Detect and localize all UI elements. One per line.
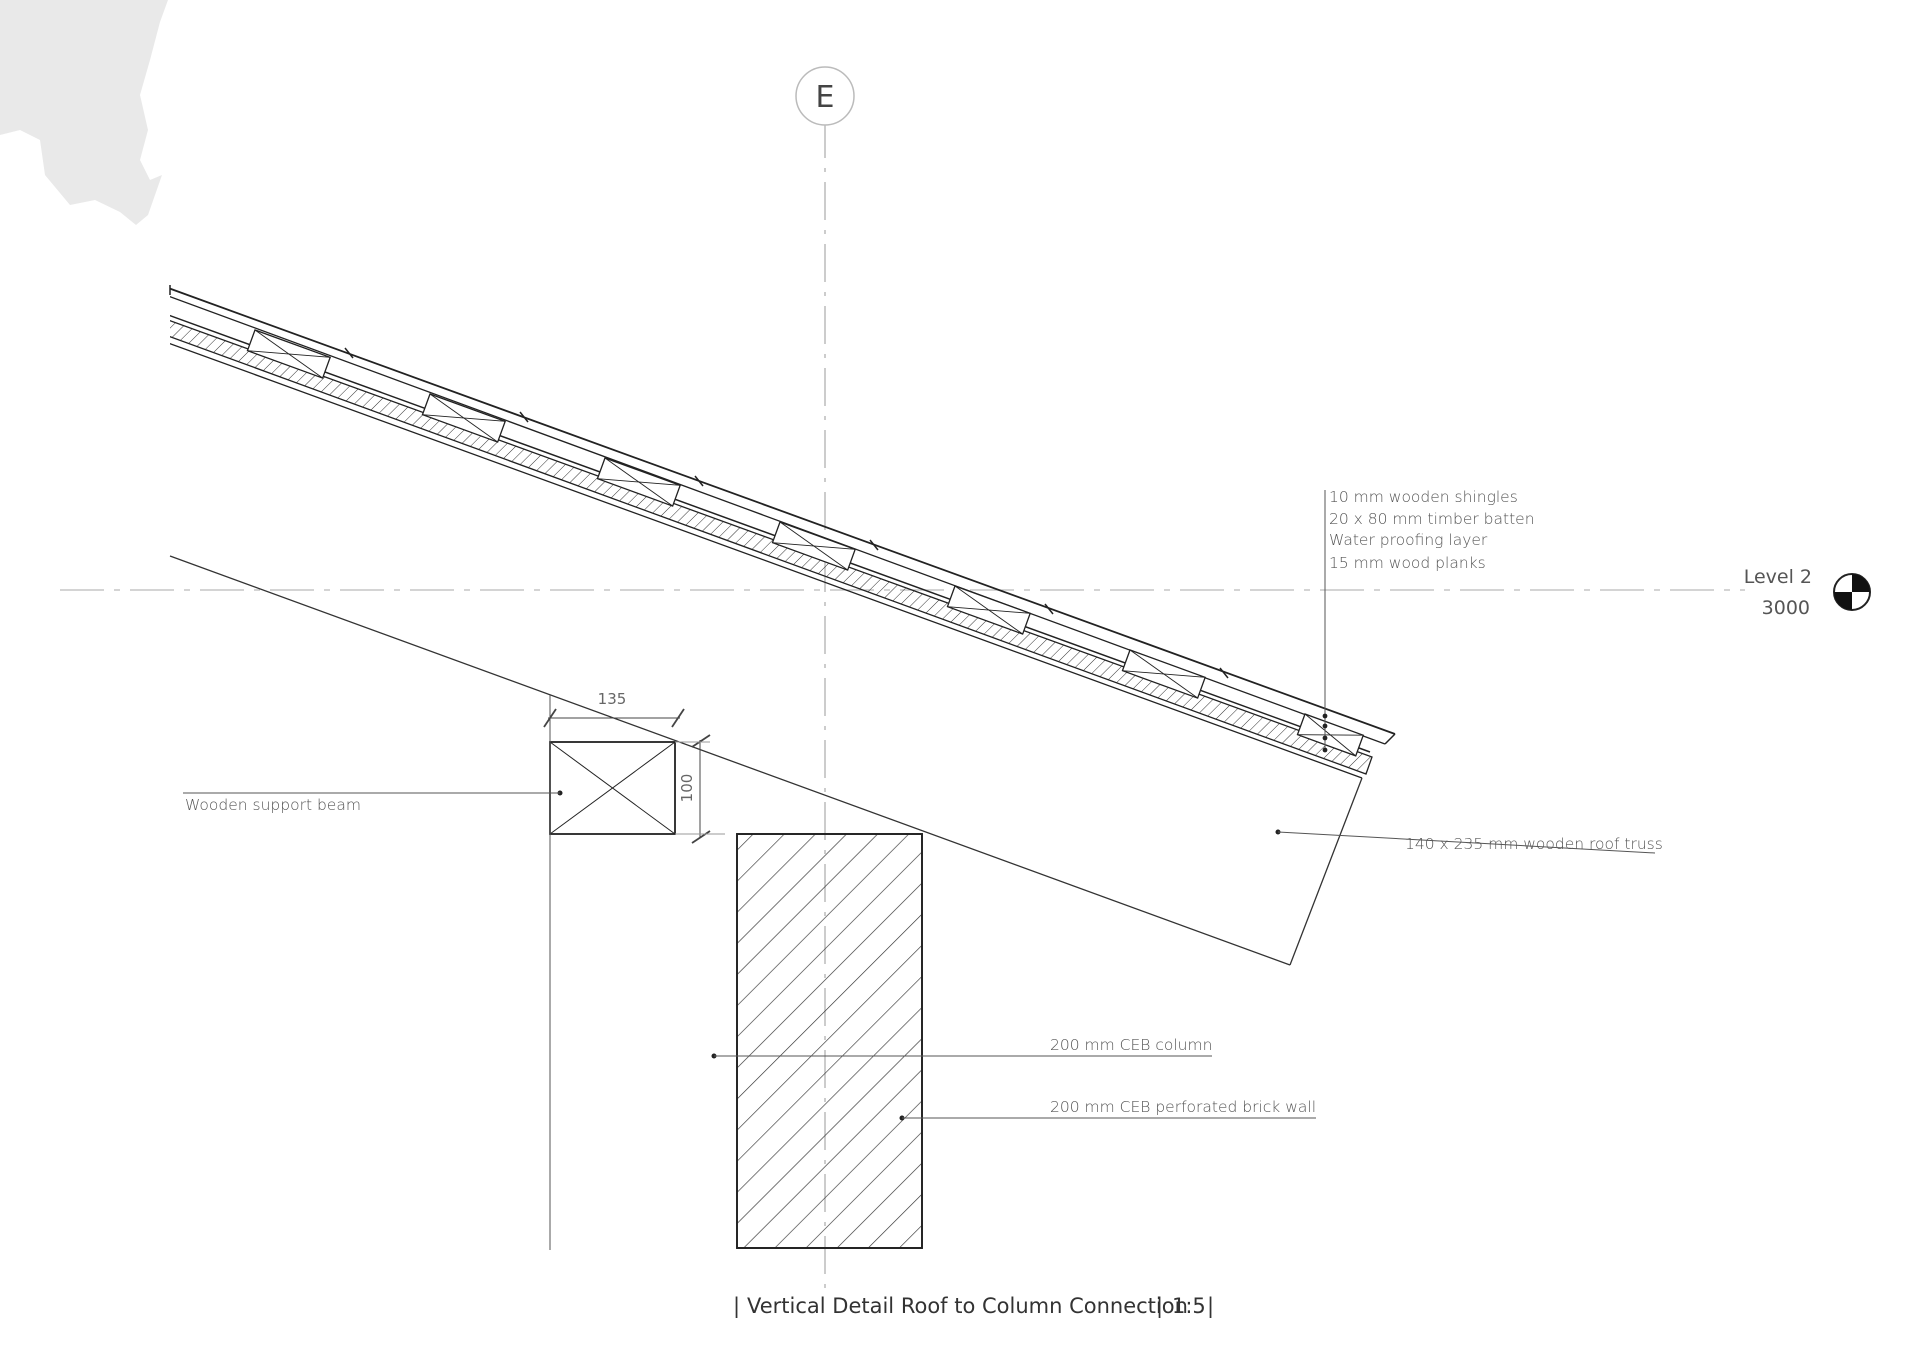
- title-left-bar: |: [733, 1294, 740, 1319]
- roof-layer-planks: 15 mm wood planks: [1329, 554, 1486, 572]
- beam-width-dim: 135: [598, 690, 627, 708]
- label-brick-wall: 200 mm CEB perforated brick wall: [1050, 1098, 1316, 1116]
- roof-layers-dots: [1322, 713, 1328, 753]
- roof-truss: [169, 555, 1363, 966]
- label-column: 200 mm CEB column: [1050, 1036, 1212, 1054]
- label-support-beam: Wooden support beam: [185, 796, 361, 814]
- roof-layer-batten: 20 x 80 mm timber batten: [1329, 510, 1535, 528]
- grid-label-e: E: [816, 80, 835, 115]
- truss-leader: [1277, 831, 1656, 854]
- beam-height-dim: 100: [678, 774, 696, 803]
- level-name: Level 2: [1744, 566, 1812, 588]
- beam-dimensions: [543, 708, 725, 844]
- title-text: Vertical Detail Roof to Column Connectio…: [747, 1294, 1188, 1318]
- roof-layer-shingles: 10 mm wooden shingles: [1329, 488, 1518, 506]
- support-beam: [549, 741, 676, 835]
- timber-battens: [246, 329, 1365, 757]
- drawing-title: | Vertical Detail Roof to Column Connect…: [733, 1294, 1214, 1319]
- title-scale: 1:5: [1172, 1294, 1206, 1318]
- roof-layer-waterproofing: Water proofing layer: [1329, 531, 1488, 549]
- level-marker-icon: [1833, 573, 1871, 611]
- label-roof-truss: 140 x 235 mm wooden roof truss: [1405, 835, 1663, 853]
- corner-terrain-shade: [0, 0, 168, 225]
- level-elevation: 3000: [1762, 597, 1810, 619]
- roof-buildup: [170, 287, 1396, 779]
- grid-bubble-e: [795, 66, 855, 126]
- title-right-bar: |: [1207, 1294, 1214, 1319]
- shingle-steps: [169, 285, 1396, 745]
- title-middle-bar: |: [1156, 1294, 1163, 1319]
- ceb-column: [736, 833, 923, 1249]
